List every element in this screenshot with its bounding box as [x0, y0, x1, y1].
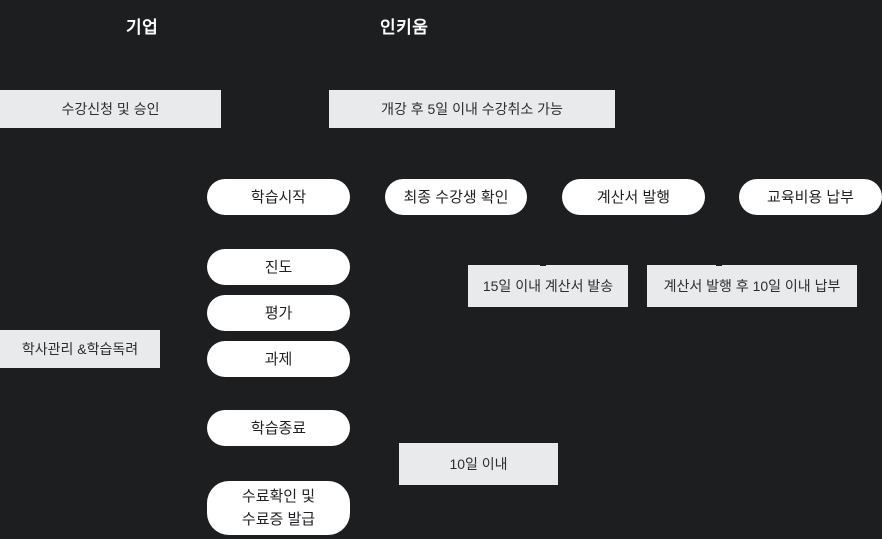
box-within-10days: 10일 이내 [399, 443, 558, 485]
pill-evaluation: 평가 [207, 295, 350, 331]
box-cancel-window: 개강 후 5일 이내 수강취소 가능 [329, 90, 615, 128]
column-header-inkium: 인키움 [380, 18, 429, 37]
pill-tuition-payment: 교육비용 납부 [739, 179, 882, 215]
connector-notch-right [716, 261, 722, 266]
pill-completion-certificate: 수료확인 및 수료증 발급 [207, 481, 350, 535]
box-invoice-within-15days: 15일 이내 계산서 발송 [468, 265, 628, 307]
pill-learning-end: 학습종료 [207, 410, 350, 446]
pill-learning-start: 학습시작 [207, 179, 350, 215]
pill-invoice-issue: 계산서 발행 [562, 179, 705, 215]
box-academic-management: 학사관리 &학습독려 [0, 330, 160, 368]
connector-notch-left [540, 261, 546, 266]
pill-progress: 진도 [207, 249, 350, 285]
box-pay-within-10days-after-invoice: 계산서 발행 후 10일 이내 납부 [647, 265, 857, 307]
pill-final-student-check: 최종 수강생 확인 [385, 179, 527, 215]
box-enrollment-approval: 수강신청 및 승인 [0, 90, 221, 128]
column-header-company: 기업 [126, 18, 159, 37]
pill-assignment: 과제 [207, 341, 350, 377]
